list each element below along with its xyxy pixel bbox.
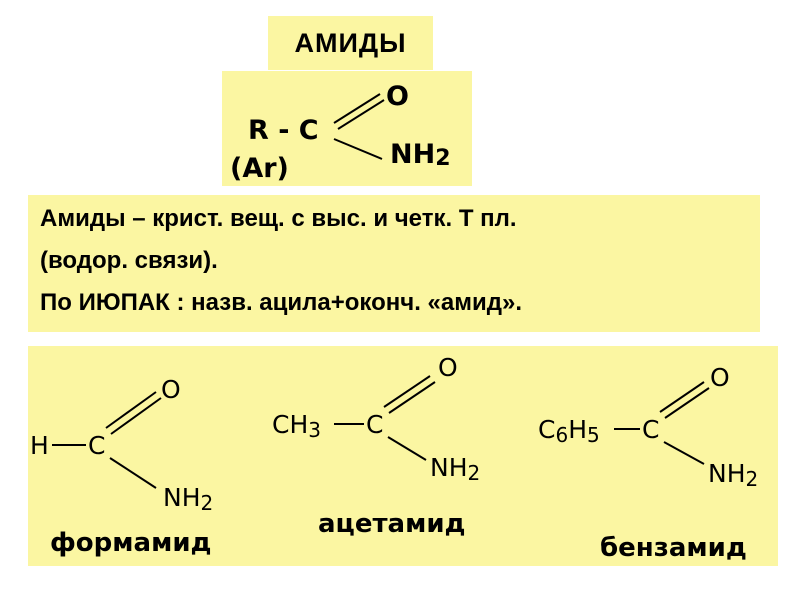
ar-label: (Ar)	[230, 153, 289, 184]
r-c-label: R - C	[248, 115, 319, 146]
formamide-structure: H C O NH2 формамид	[30, 375, 213, 558]
formamide-c-label: C	[88, 431, 105, 460]
benzamide-name: бензамид	[600, 533, 747, 563]
amine-label: NH2	[390, 139, 451, 171]
formamide-h-label: H	[30, 431, 49, 460]
description-line-3: По ИЮПАК : назв. ацила+оконч. «амид».	[40, 289, 522, 316]
benzamide-c-n-bond	[663, 441, 705, 465]
acetamide-o-label: O	[438, 353, 458, 382]
formamide-o-label: O	[161, 375, 181, 404]
benzamide-nh2-label: NH2	[708, 459, 758, 491]
formamide-name: формамид	[50, 528, 212, 558]
general-formula-box: R - C (Ar) O NH2	[222, 71, 472, 186]
acetamide-structure: CH3 C O NH2 ацетамид	[272, 353, 480, 539]
acetamide-c-n-bond	[387, 436, 427, 461]
description-line-2: (водор. связи).	[40, 247, 218, 274]
acetamide-name: ацетамид	[318, 509, 466, 539]
acetamide-c-label: C	[366, 410, 383, 439]
benzamide-c6h5-label: C6H5	[538, 415, 600, 447]
single-bond-line	[333, 138, 383, 160]
acetamide-ch3-label: CH3	[272, 410, 321, 442]
description-box: Амиды – крист. вещ. с выс. и четк. Т пл.…	[28, 195, 760, 332]
acetamide-nh2-label: NH2	[430, 453, 480, 485]
oxygen-label: O	[386, 81, 409, 112]
benzamide-o-label: O	[710, 363, 730, 392]
title-box: АМИДЫ	[268, 16, 433, 70]
formamide-c-n-bond	[109, 457, 157, 489]
formamide-double-bond-1	[105, 391, 157, 429]
benzamide-structure: C6H5 C O NH2 бензамид	[538, 363, 758, 563]
general-formula-diagram: R - C (Ar) O NH2	[230, 81, 451, 184]
acetamide-double-bond-1	[383, 375, 431, 408]
benzamide-c-label: C	[642, 415, 659, 444]
description-line-1: Амиды – крист. вещ. с выс. и четк. Т пл.	[40, 205, 517, 232]
examples-diagram: H C O NH2 формамид CH3 C O NH2 ацетамид …	[30, 353, 758, 563]
page-title: АМИДЫ	[294, 27, 407, 58]
examples-box: H C O NH2 формамид CH3 C O NH2 ацетамид …	[28, 346, 778, 566]
formamide-nh2-label: NH2	[163, 483, 213, 515]
acetamide-double-bond-2	[388, 381, 436, 414]
double-bond-line-2	[337, 99, 385, 130]
formamide-double-bond-2	[110, 397, 162, 435]
benzamide-double-bond-1	[659, 381, 705, 413]
double-bond-line-1	[333, 93, 381, 124]
benzamide-double-bond-2	[664, 387, 710, 419]
